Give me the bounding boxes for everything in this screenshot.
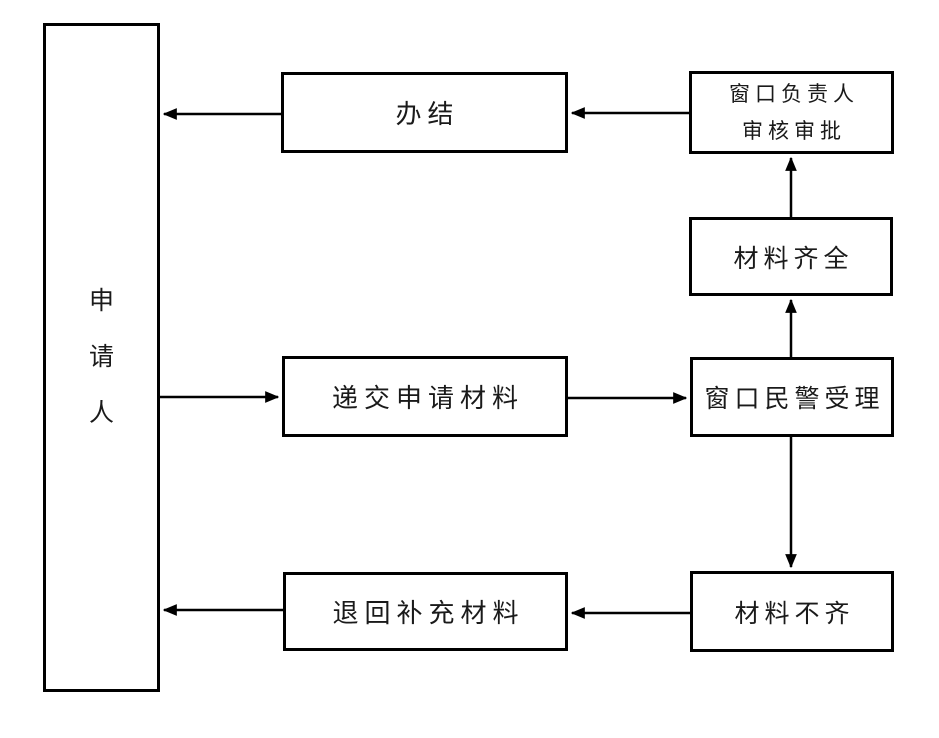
node-window-police: 窗口民警受理 xyxy=(690,357,894,437)
node-applicant-char: 请 xyxy=(88,344,114,371)
node-materials-complete-label: 材料齐全 xyxy=(733,245,854,273)
node-return-supplement-label: 退回补充材料 xyxy=(332,599,525,628)
node-materials-complete: 材料齐全 xyxy=(689,217,893,296)
node-applicant: 申 请 人 xyxy=(43,23,160,692)
node-applicant-char: 人 xyxy=(88,400,114,427)
node-supervisor-line2: 审核审批 xyxy=(742,118,846,143)
node-complete-label: 办结 xyxy=(395,100,460,129)
node-return-supplement: 退回补充材料 xyxy=(283,572,568,651)
node-submit-label: 递交申请材料 xyxy=(331,384,524,413)
node-supervisor-line1: 窗口负责人 xyxy=(729,81,859,106)
node-complete: 办结 xyxy=(281,72,568,153)
node-materials-incomplete-label: 材料不齐 xyxy=(734,600,855,628)
node-materials-incomplete: 材料不齐 xyxy=(690,571,894,652)
node-supervisor: 窗口负责人 审核审批 xyxy=(689,71,894,154)
node-window-police-label: 窗口民警受理 xyxy=(704,386,885,413)
node-applicant-char: 申 xyxy=(88,288,114,315)
node-submit: 递交申请材料 xyxy=(282,356,568,437)
